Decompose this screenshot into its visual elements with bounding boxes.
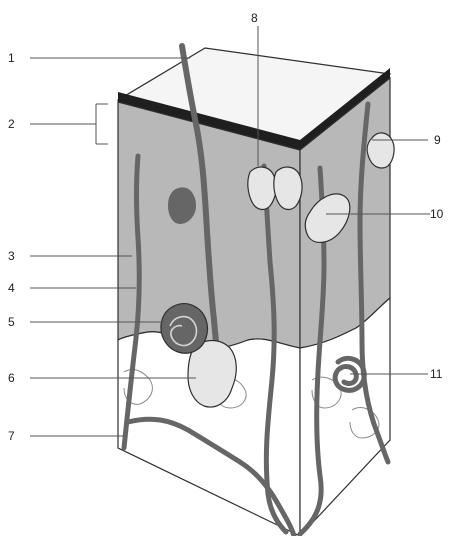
callout-6: 6	[8, 371, 15, 385]
callout-3: 3	[8, 249, 15, 263]
meissner-corpuscle-1	[248, 167, 276, 209]
callout-2: 2	[8, 117, 15, 131]
callout-5: 5	[8, 315, 15, 329]
skin-block	[118, 48, 390, 536]
callout-9: 9	[434, 133, 441, 147]
callout-1: 1	[8, 51, 15, 65]
callout-4: 4	[8, 281, 15, 295]
callout-11: 11	[430, 367, 443, 381]
callout-10: 10	[430, 207, 444, 221]
end-organ-9	[367, 133, 394, 168]
callout-8: 8	[251, 11, 258, 25]
callout-7: 7	[8, 429, 15, 443]
meissner-corpuscle-2	[274, 167, 302, 209]
